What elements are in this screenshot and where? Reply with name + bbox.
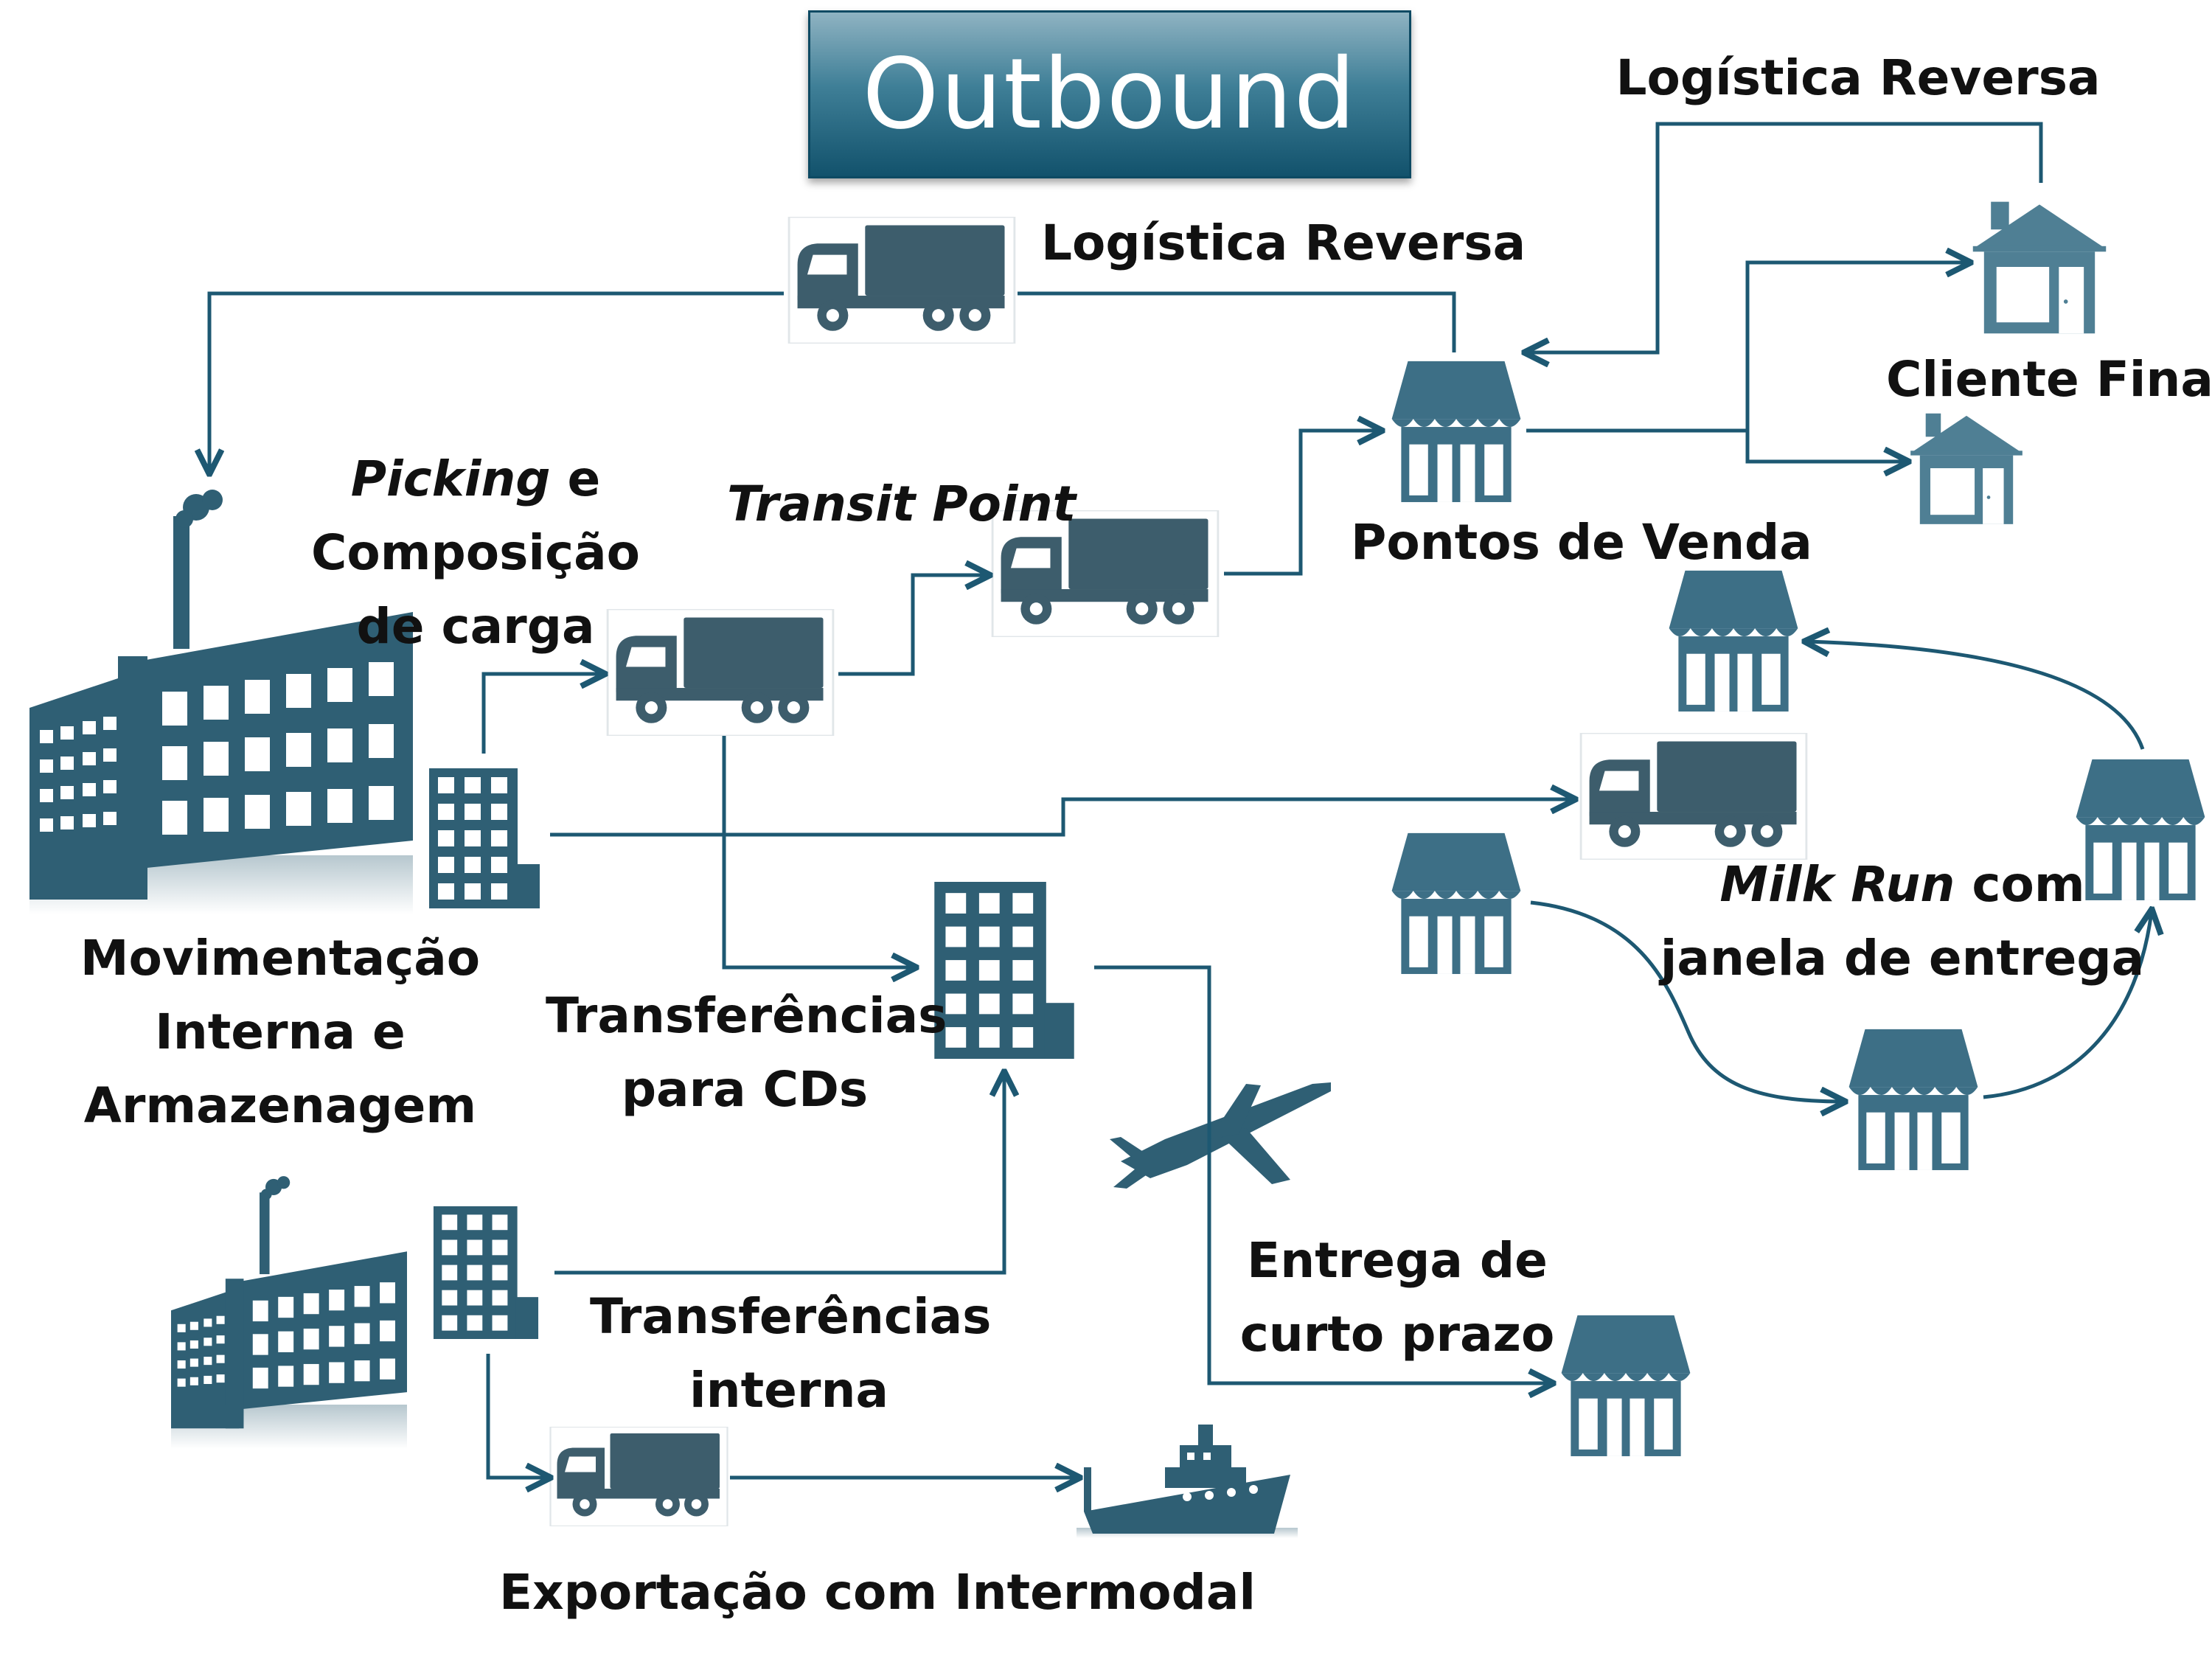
arrow-reverse-logistics-to-factory — [209, 291, 784, 472]
arrow-office-to-export-truck — [486, 1354, 549, 1478]
title-text: Outbound — [862, 38, 1357, 151]
arrow-store-to-customer — [1745, 431, 1907, 462]
airplane-icon — [1110, 1082, 1331, 1189]
connectors — [209, 122, 2152, 1478]
transit-point-label: Transit Point — [727, 467, 1076, 541]
storefront-icon — [1848, 1029, 1978, 1170]
arrow-transit-to-store — [1224, 431, 1380, 576]
milk-run-line2: janela de entrega — [1660, 930, 2145, 987]
arrow-to-cd-transfer — [722, 736, 914, 967]
export-intermodal-label: Exportação com Intermodal — [499, 1564, 1256, 1621]
truck-icon — [1579, 733, 1808, 860]
internal-transfer-line2: interna — [689, 1362, 888, 1419]
office-building-icon — [433, 1206, 539, 1339]
arrow-milk-run-curve — [1983, 911, 2152, 1099]
picking-italic: Picking — [350, 451, 551, 507]
truck-icon — [549, 1427, 728, 1526]
truck-icon — [787, 217, 1016, 344]
arrow-milk-run-curve — [1806, 641, 2145, 750]
internal-movement-line3: Armazenagem — [83, 1077, 477, 1134]
cd-transfer-line1: Transferências — [546, 987, 947, 1044]
arrow-store-to-customer — [1745, 262, 1969, 462]
arrow-picking-to-transit — [838, 575, 988, 676]
transit-point-italic: Transit Point — [727, 476, 1077, 532]
arrow-cd-to-short-delivery — [1094, 965, 1551, 1383]
ship-icon — [1077, 1425, 1298, 1538]
milk-run-suffix: com — [1955, 856, 2085, 913]
picking-line3: de carga — [356, 598, 595, 655]
arrow-office-to-picking-truck — [481, 674, 603, 754]
reverse-logistics-mid-label: Logística Reversa — [1041, 215, 1526, 271]
cd-transfer-line2: para CDs — [621, 1061, 869, 1118]
storefront-icon — [1391, 361, 1521, 502]
arrow-reverse-logistics-to-factory — [1018, 291, 1456, 352]
internal-movement-line1: Movimentação — [80, 930, 481, 987]
internal-movement-line2: Interna e — [155, 1004, 406, 1060]
arrow-milk-run-curve — [1530, 900, 1843, 1102]
picking-line2: Composição — [310, 524, 641, 581]
factory-icon — [171, 1176, 407, 1449]
storefront-icon — [1669, 570, 1798, 712]
storefront-icon — [1391, 832, 1521, 974]
house-icon — [1910, 413, 2023, 524]
arrow-internal-transfer-to-cd — [554, 1074, 1004, 1275]
office-building-icon — [934, 882, 1074, 1059]
milk-run-italic: Milk Run — [1719, 856, 1955, 913]
office-building-icon — [429, 768, 540, 908]
title-banner: Outbound — [808, 10, 1411, 178]
short-delivery-line1: Entrega de — [1247, 1232, 1548, 1289]
internal-transfer-line1: Transferências — [590, 1288, 992, 1345]
milk-run-line1: Milk Run com — [1652, 848, 2153, 922]
reverse-logistics-top-label: Logística Reversa — [1615, 49, 2101, 106]
arrow-reverse-logistics-to-store — [1526, 122, 2043, 352]
factory-icon — [29, 490, 413, 914]
house-icon — [1972, 201, 2107, 334]
short-delivery-line2: curto prazo — [1239, 1306, 1555, 1363]
picking-suffix: e — [550, 451, 601, 507]
picking-label: Picking e — [295, 442, 656, 516]
points-of-sale-label: Pontos de Venda — [1351, 514, 1812, 571]
arrow-office-to-milk-run-truck — [550, 799, 1573, 837]
final-customer-label: Cliente Final — [1886, 351, 2212, 408]
